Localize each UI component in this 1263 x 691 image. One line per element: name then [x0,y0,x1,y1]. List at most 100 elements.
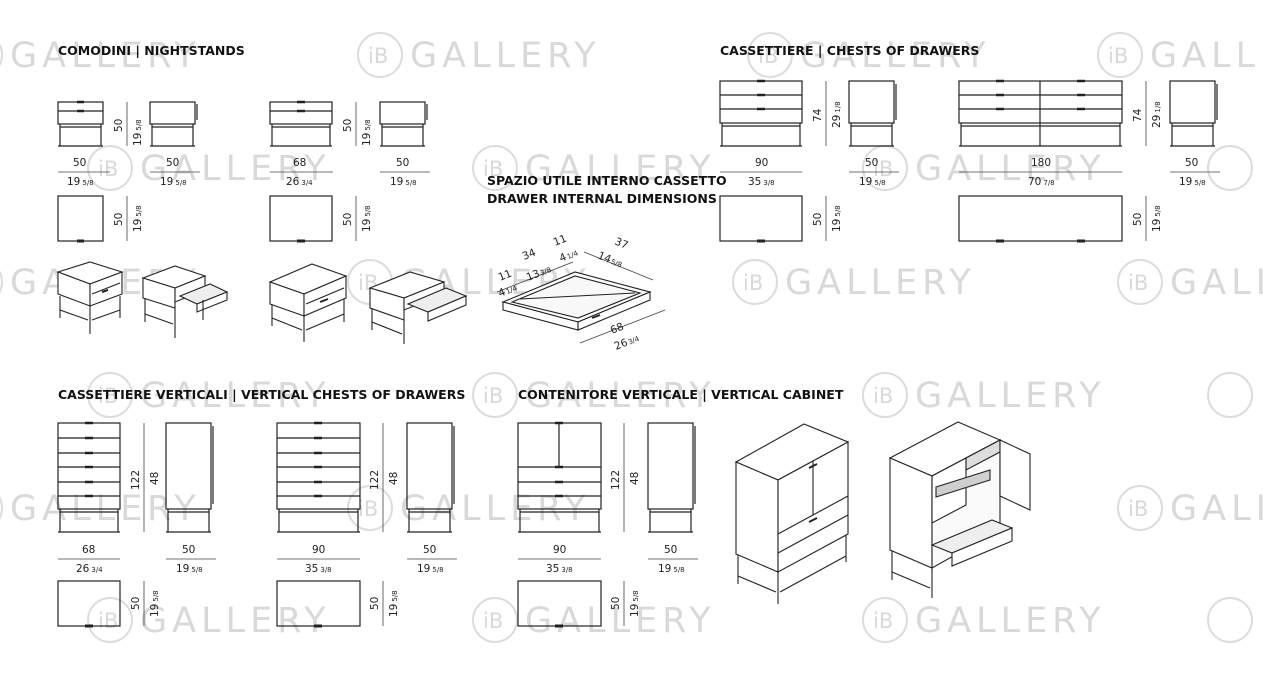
dim-fraction: 3/8 [561,566,572,574]
nightstand-50-height-dim: 50 195/8 [113,102,144,146]
dim-width: 50 [73,157,86,169]
dim-fraction: 3/8 [539,266,552,278]
svg-text:195/8: 195/8 [160,176,187,188]
vertical-chest-68-front-view [57,421,121,533]
dim-fraction: 5/8 [834,205,842,216]
nightstand-68-iso-closed [268,263,348,342]
svg-text:195/8: 195/8 [1179,176,1206,188]
chest-90-top-view [719,195,803,243]
nightstand-68-front-view [269,100,333,147]
dim-fraction: 3/4 [627,335,641,347]
svg-text:133/8: 133/8 [525,263,553,284]
svg-text:195/8: 195/8 [1151,205,1163,232]
dim-fraction: 5/8 [610,258,623,270]
watermark-text: GALLERY [915,149,1106,189]
svg-text:353/8: 353/8 [305,563,332,575]
dim-inch: 19 [361,219,373,232]
watermark-logo: iB [1108,44,1128,68]
dim-inch: 35 [546,563,559,575]
watermark-logo: iB [98,157,118,181]
vertical-chest-90-side-view [406,422,455,533]
vertical-chest-68-top-view [57,580,121,628]
watermark-text: GALLERY [915,376,1106,416]
chest-90-height-dim: 74 291/8 [812,81,843,146]
dim-fraction: 5/8 [432,566,443,574]
watermark-logo: iB [483,609,503,633]
watermark-text: GALLERY [140,601,331,641]
nightstand-50-side-view [149,101,198,147]
watermark-logo: iB [873,384,893,408]
chest-180-side-view [1169,80,1218,147]
svg-text:195/8: 195/8 [658,563,685,575]
dim-fraction: 5/8 [1194,179,1205,187]
watermark-text: GALLERY [140,149,331,189]
dim-depth: 50 [812,213,824,226]
dim-fraction: 7/8 [1043,179,1054,187]
dim-fraction: 5/8 [175,179,186,187]
vertical-chest-90-top-view [276,580,361,628]
dim-height: 50 [113,119,125,132]
watermark-text: GALLERY [1170,489,1263,529]
dim-height: 50 [342,119,354,132]
watermark-text: GALLERY [410,36,601,76]
dim-side-margin: 11 [497,268,514,284]
watermark-logo: iB [1128,497,1148,521]
svg-text:291/8: 291/8 [1151,101,1163,128]
dim-inch: 19 [388,604,400,617]
dim-inch: 26 [286,176,300,188]
svg-text:195/8: 195/8 [149,590,161,617]
dim-height: 74 [1132,108,1144,122]
dim-inch: 35 [305,563,318,575]
svg-text:195/8: 195/8 [132,205,144,232]
svg-text:263/4: 263/4 [286,176,313,188]
dim-height-inch: 48 [629,472,641,485]
dim-depth: 50 [423,544,436,556]
dim-width: 90 [553,544,566,556]
dim-inch: 26 [76,563,90,575]
dim-fraction: 1/8 [834,101,842,112]
dim-width: 90 [755,157,768,169]
watermark-logo: iB [758,44,778,68]
nightstand-68-top-dim: 50 195/8 [342,196,373,241]
vertical-cabinet-top-dim: 50 195/8 [610,581,641,626]
dim-depth: 50 [113,213,125,226]
dim-inch: 4 [558,251,569,265]
dim-fraction: 1/4 [505,284,519,296]
dim-inch: 19 [132,219,144,232]
dim-fraction: 5/8 [364,119,372,130]
nightstand-68-iso-open [368,271,468,344]
nightstand-50-iso-open [141,265,229,338]
nightstand-68-top-view [269,195,333,243]
svg-text:195/8: 195/8 [176,563,203,575]
dim-depth: 50 [396,157,409,169]
dim-inch: 19 [417,563,430,575]
dim-inch: 26 [613,337,630,353]
svg-text:41/4: 41/4 [558,246,581,264]
vertical-cabinet-iso-closed [734,423,850,604]
heading-chests-of-drawers: CASSETTIERE | CHESTS OF DRAWERS [720,43,979,58]
watermark-logo: iB [873,157,893,181]
watermark-text: GALLERY [785,263,976,303]
vertical-chest-90-front-view [276,421,361,533]
dim-fraction: 5/8 [364,205,372,216]
svg-text:195/8: 195/8 [831,205,843,232]
dim-inch: 19 [149,604,161,617]
dim-depth: 50 [865,157,878,169]
svg-text:195/8: 195/8 [390,176,417,188]
watermark-logo: iB [1128,271,1148,295]
dim-side-margin: 11 [552,233,569,249]
nightstand-68-height-dim: 50 195/8 [342,102,373,146]
svg-text:353/8: 353/8 [748,176,775,188]
svg-text:195/8: 195/8 [67,176,94,188]
dim-height: 122 [610,470,622,490]
svg-text:195/8: 195/8 [132,119,144,146]
dim-height-inch: 48 [388,472,400,485]
watermark-logo: iB [483,157,503,181]
dim-inch: 29 [1151,115,1163,128]
dim-fraction: 3/4 [91,566,103,574]
